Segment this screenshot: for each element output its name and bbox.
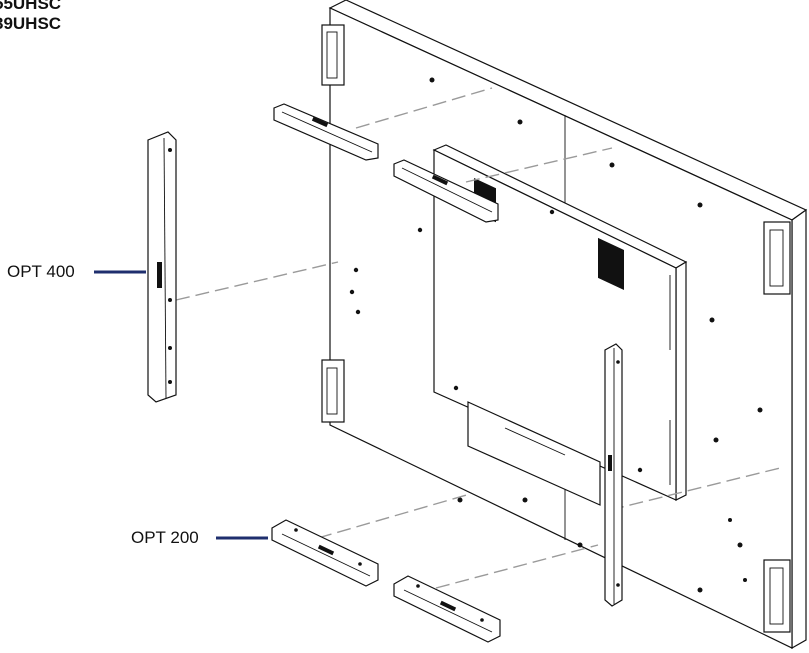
guide-opt200-lower bbox=[435, 544, 599, 589]
callout-opt400: OPT 400 bbox=[7, 262, 75, 281]
opt400-rail bbox=[147, 131, 177, 403]
guide-upper-bracket bbox=[465, 147, 613, 183]
guide-opt200-upper bbox=[317, 493, 471, 539]
guide-top-bracket bbox=[355, 87, 493, 129]
model-label-39uhsc: 39UHSC bbox=[0, 14, 62, 33]
guide-opt400 bbox=[175, 261, 339, 301]
opt200-bracket-upper bbox=[271, 519, 379, 587]
handle-bottom-left bbox=[321, 359, 345, 423]
handle-bottom-right bbox=[763, 559, 791, 633]
handle-top-left bbox=[321, 24, 345, 86]
vertical-rail-right bbox=[604, 343, 623, 607]
top-bracket bbox=[273, 103, 379, 161]
callout-opt200: OPT 200 bbox=[131, 528, 199, 547]
model-label-55uhsc: 55UHSC bbox=[0, 0, 62, 13]
vent-grille-right bbox=[598, 237, 624, 290]
guide-vertical-rail bbox=[609, 467, 781, 511]
handle-top-right bbox=[763, 221, 791, 295]
opt200-bracket-lower bbox=[393, 575, 501, 643]
upper-bracket bbox=[393, 159, 499, 223]
